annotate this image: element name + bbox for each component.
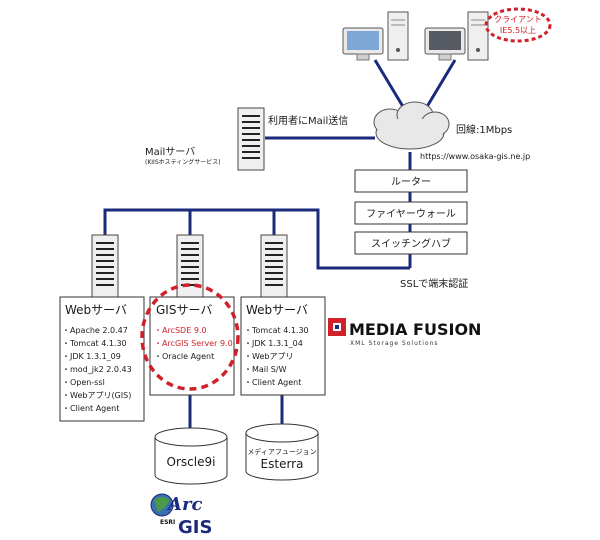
web-server-2-item: ・Webアプリ	[244, 352, 293, 361]
web-server-2-item: ・Tomcat 4.1.30	[244, 326, 309, 335]
firewall-box: ファイヤーウォール	[354, 201, 468, 225]
site-url: https://www.osaka-gis.ne.jp	[420, 152, 530, 161]
firewall-label: ファイヤーウォール	[366, 208, 456, 220]
web-server-1-item: ・mod_jk2 2.0.43	[62, 365, 132, 374]
gis-server-box: GISサーバ ・ArcSDE 9.0 ・ArcGIS Server 9.0 ・O…	[149, 296, 235, 396]
switch-box: スイッチングハブ	[354, 231, 468, 255]
gis-server-item: ・Oracle Agent	[154, 352, 214, 361]
web-server-1-icon	[91, 234, 119, 298]
web-server-1-box: Webサーバ ・Apache 2.0.47 ・Tomcat 4.1.30 ・JD…	[59, 296, 145, 422]
web-server-1-item: ・Apache 2.0.47	[62, 326, 128, 335]
web-server-2-icon	[260, 234, 288, 298]
client-highlight-oval	[484, 7, 552, 43]
web-server-2-item: ・Mail S/W	[244, 365, 287, 374]
mail-server-subtitle: (KIISホスティングサービス)	[145, 158, 221, 166]
media-fusion-logo: MEDIA FUSION XML Storage Solutions	[328, 318, 481, 347]
web-server-1-item: ・Tomcat 4.1.30	[62, 339, 127, 348]
client-pc-1	[342, 11, 409, 61]
media-fusion-wordmark: MEDIA FUSION	[349, 320, 481, 339]
esterra-database-caption: メディアフュージョン	[247, 447, 316, 456]
client-label-2: IE5.5以上	[500, 26, 536, 35]
router-label: ルーター	[391, 176, 431, 188]
web-server-1-item: ・Client Agent	[62, 404, 119, 413]
link-client1-cloud	[373, 59, 407, 111]
arcgis-logo: Arc ESRI GIS	[150, 493, 212, 538]
gis-server-title: GISサーバ	[156, 303, 212, 317]
client-pc-2	[424, 11, 489, 61]
web-server-2-title: Webサーバ	[246, 303, 308, 317]
mail-server-icon	[237, 107, 265, 171]
switch-label: スイッチングハブ	[371, 237, 451, 250]
connection-lines	[103, 59, 457, 428]
mail-send-label: 利用者にMail送信	[268, 114, 348, 127]
web-server-1-item: ・Open-ssl	[62, 378, 105, 387]
gis-highlight-oval	[140, 283, 240, 391]
web-server-2-item: ・Client Agent	[244, 378, 301, 387]
line-speed-label: 回線:1Mbps	[456, 123, 512, 136]
internet-cloud-icon	[373, 101, 450, 150]
web-server-1-item: ・Webアプリ(GIS)	[62, 391, 131, 400]
arcgis-esri-wordmark: ESRI	[160, 519, 175, 526]
client-label-1: クライアント	[494, 15, 542, 24]
web-server-2-box: Webサーバ ・Tomcat 4.1.30 ・JDK 1.3.1_04 ・Web…	[240, 296, 326, 396]
router-box: ルーター	[354, 169, 468, 193]
esterra-database-icon: メディアフュージョン Esterra	[245, 423, 319, 481]
esterra-database-label: Esterra	[261, 457, 304, 471]
gis-server-highlighted-item: ・ArcGIS Server 9.0	[154, 339, 233, 348]
link-client2-cloud	[423, 59, 457, 111]
oracle-database-label: Orscle9i	[167, 455, 216, 469]
link-switch-lan	[103, 208, 410, 270]
gis-server-highlighted-item: ・ArcSDE 9.0	[154, 326, 207, 335]
media-fusion-tagline: XML Storage Solutions	[350, 340, 439, 347]
ssl-label: SSLで端末認証	[400, 277, 468, 290]
oracle-database-icon: Orscle9i	[154, 427, 228, 485]
gis-server-icon	[176, 234, 204, 298]
arcgis-gis-wordmark: GIS	[178, 517, 212, 538]
web-server-1-title: Webサーバ	[65, 303, 127, 317]
mail-server-title: Mailサーバ	[145, 146, 195, 158]
arcgis-arc-wordmark: Arc	[166, 494, 202, 515]
web-server-1-item: ・JDK 1.3.1_09	[62, 352, 121, 361]
web-server-2-item: ・JDK 1.3.1_04	[244, 339, 303, 348]
